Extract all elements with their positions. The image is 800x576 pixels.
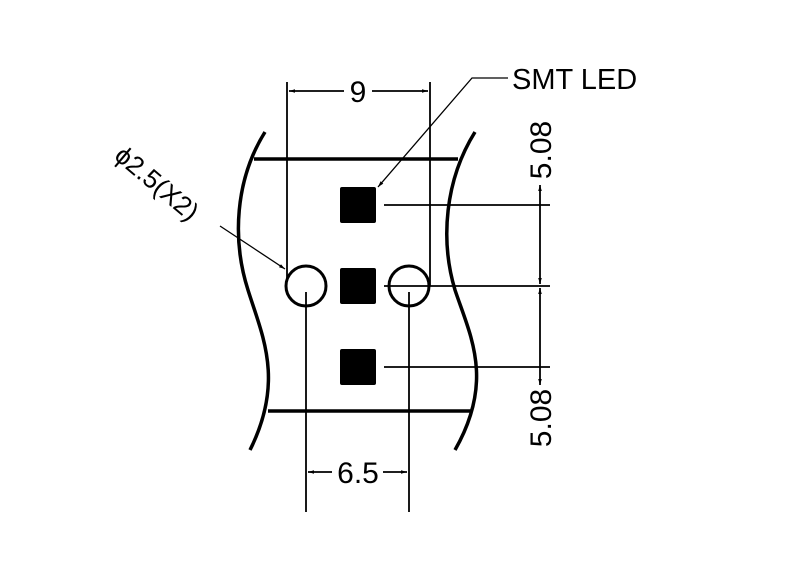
width-dimension xyxy=(286,82,431,286)
led-bottom xyxy=(340,349,376,385)
strip-left-break-curve xyxy=(236,131,271,451)
pitch-dimension xyxy=(305,292,410,512)
hole-callout-label: ϕ2.5(X2) xyxy=(109,140,205,227)
width-dimension-label: 9 xyxy=(350,76,367,109)
led-callout-label: SMT LED xyxy=(512,64,637,96)
led-spacing-bottom-label: 5.08 xyxy=(525,389,558,447)
led-spacing-top-label: 5.08 xyxy=(525,121,558,179)
led-middle xyxy=(340,268,376,304)
hole-callout-leader xyxy=(219,225,286,270)
strip-right-break-curve xyxy=(445,131,479,451)
led-spacing-dimension xyxy=(384,185,550,385)
led-top xyxy=(340,187,376,223)
led-callout-leader xyxy=(377,77,508,188)
pitch-dimension-label: 6.5 xyxy=(337,457,379,490)
